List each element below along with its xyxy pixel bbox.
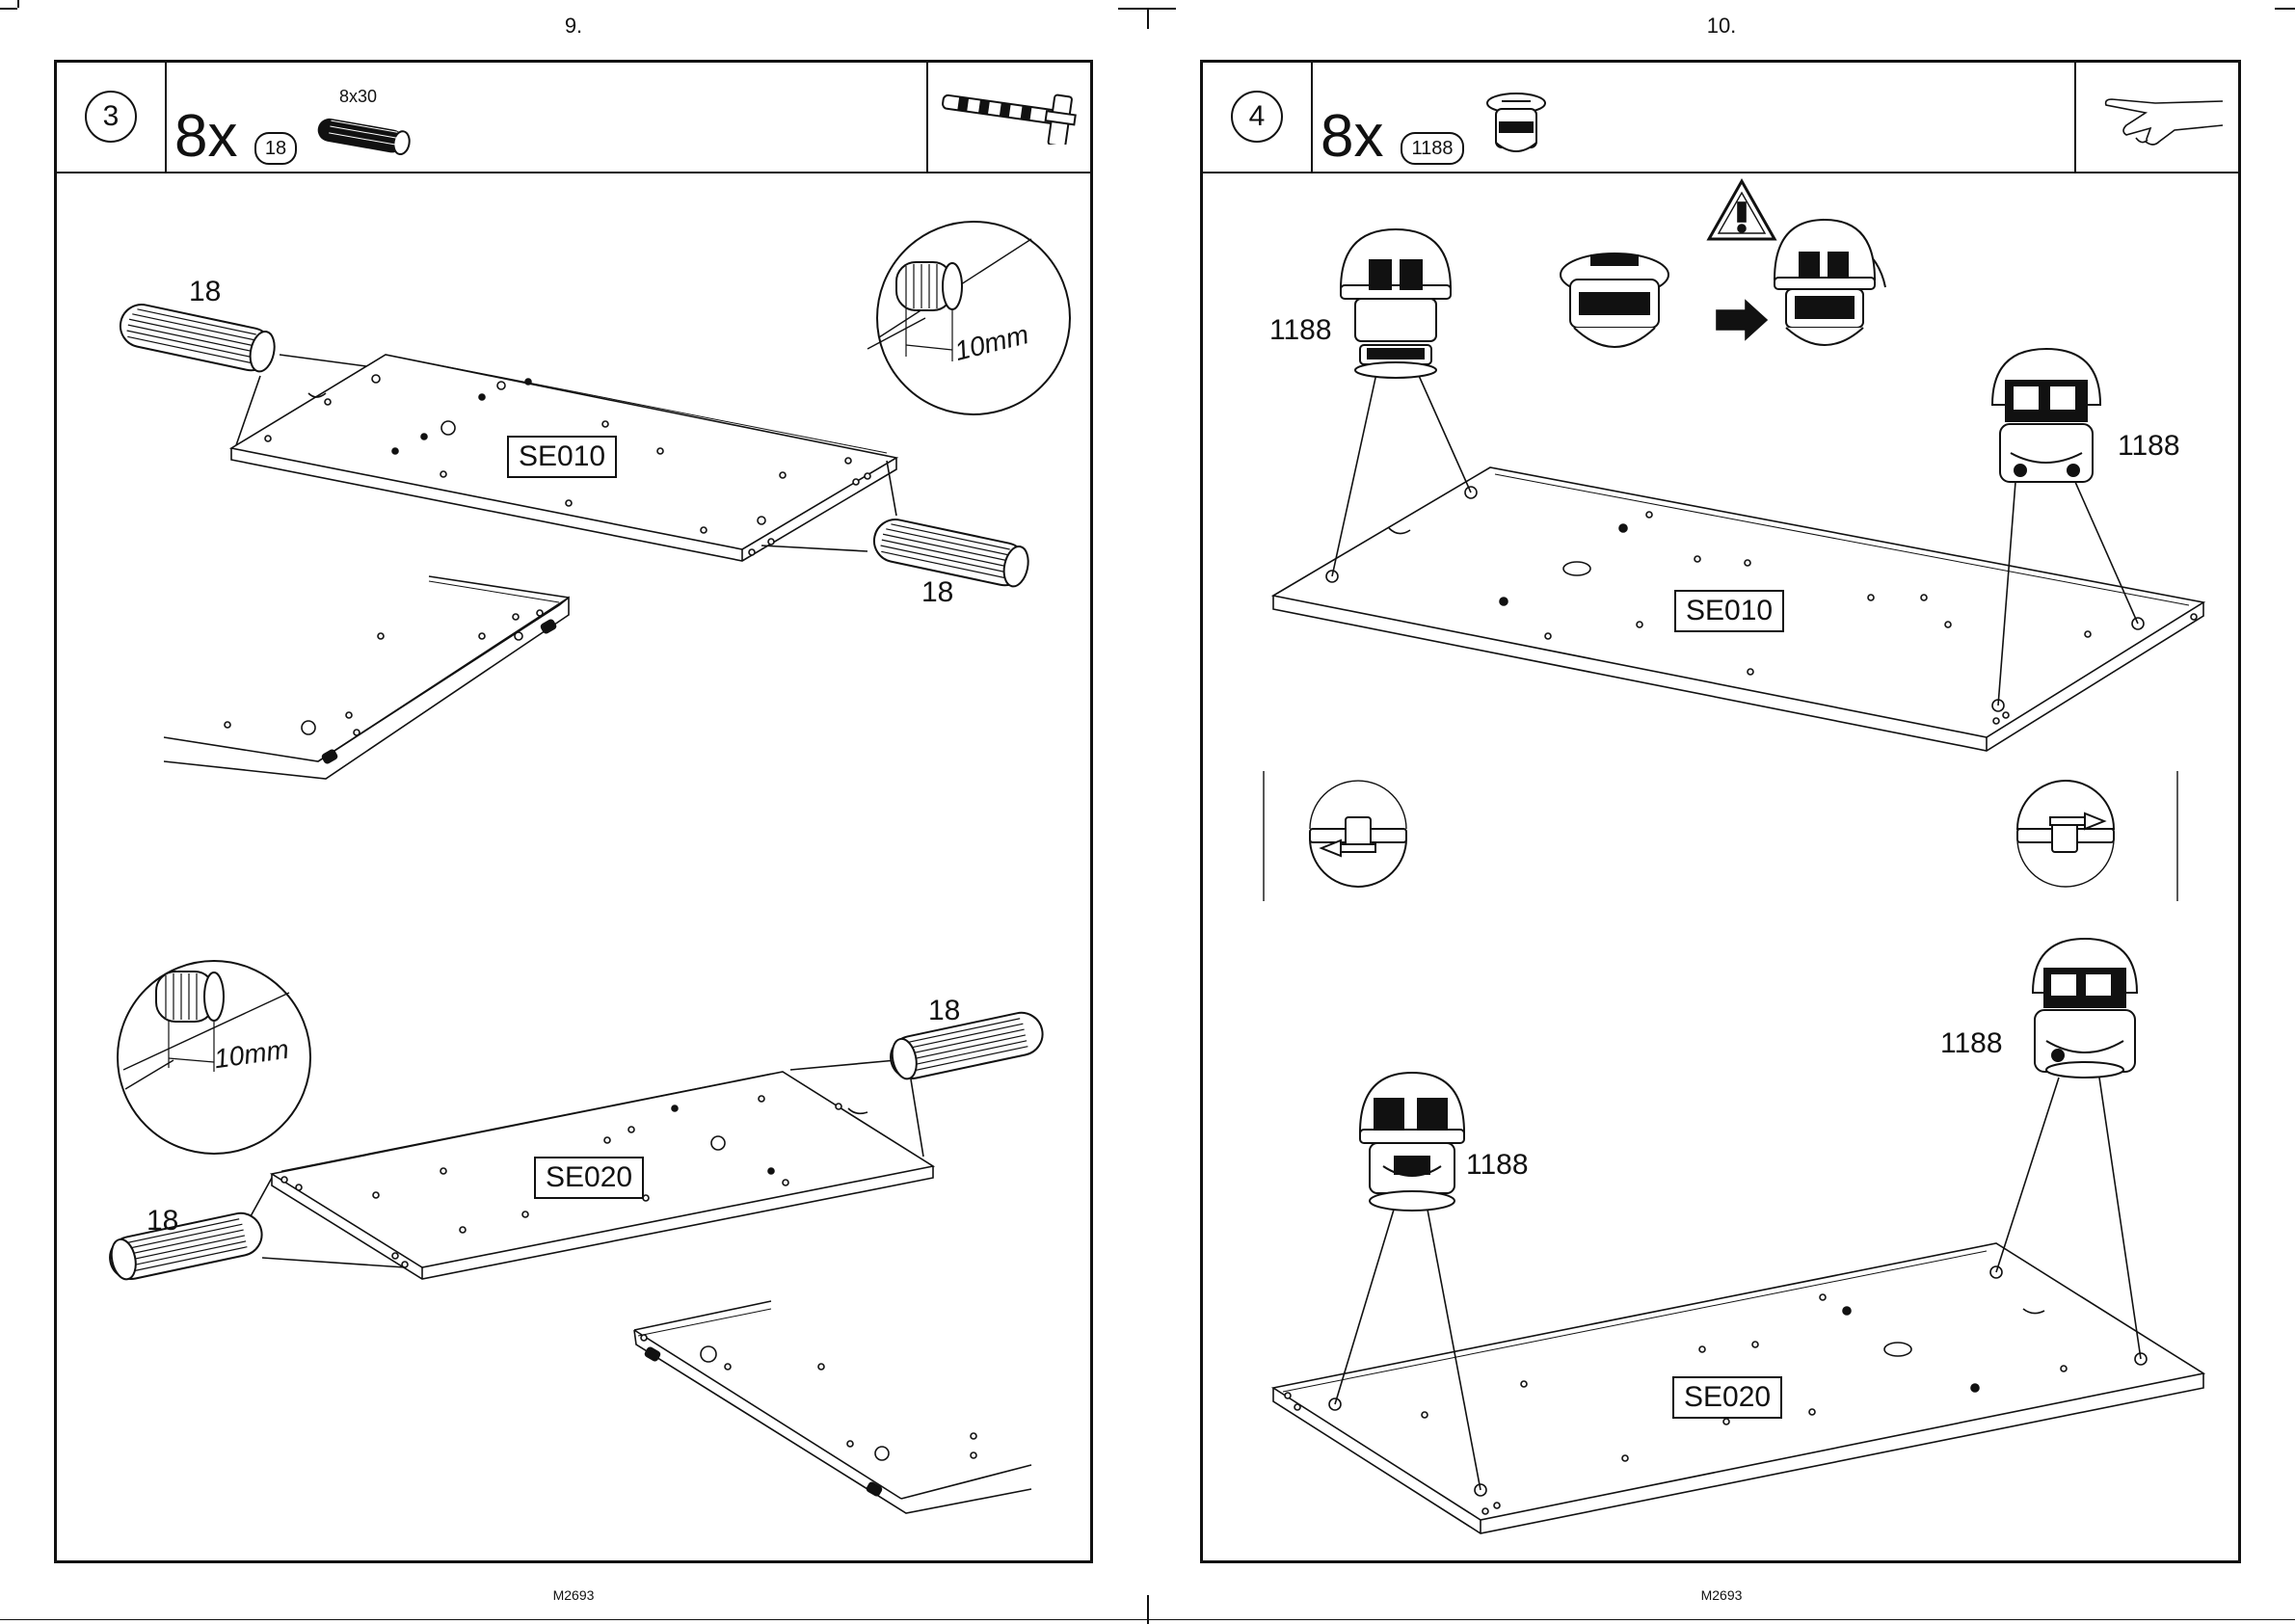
dowel-label: 18 [921, 576, 953, 609]
warning-triangle-icon [1709, 181, 1775, 239]
dowel-bottom-left [106, 1210, 266, 1283]
assembly-drawing-step-3 [0, 0, 1147, 1624]
page-10: 10. 4 8x 1188 [1148, 0, 2295, 1624]
cam-label: 1188 [1466, 1149, 1529, 1182]
panel-label-se020: SE020 [534, 1157, 644, 1199]
cam-connector-bottom-right [2033, 939, 2137, 1078]
rotation-detail-right [2017, 781, 2114, 887]
rotation-detail-left [1310, 781, 1406, 887]
dowel-top-left [117, 301, 279, 375]
dowel-label: 18 [189, 276, 221, 308]
panel-label-se010: SE010 [507, 436, 617, 478]
cam-label: 1188 [1940, 1027, 2003, 1060]
cam-connector-open [1775, 220, 1875, 345]
document-code: M2693 [0, 1587, 1147, 1603]
page-9: 9. 3 8x 18 8x30 [0, 0, 1147, 1624]
dowel-bottom-right [887, 1009, 1047, 1082]
detail-circle-top [867, 222, 1070, 414]
panel-label-se010: SE010 [1674, 590, 1784, 632]
cam-connector-top-right [1992, 349, 2100, 482]
cam-connector-top-left [1341, 229, 1451, 378]
cam-label: 1188 [2118, 430, 2180, 463]
dowel-label: 18 [147, 1205, 178, 1238]
dowel-label: 18 [928, 995, 960, 1027]
cam-connector-bottom-left [1360, 1073, 1464, 1211]
panel-label-se020: SE020 [1672, 1376, 1782, 1419]
cam-label: 1188 [1269, 314, 1332, 347]
document-code: M2693 [1148, 1587, 2295, 1603]
cam-connector-closed [1561, 253, 1668, 347]
